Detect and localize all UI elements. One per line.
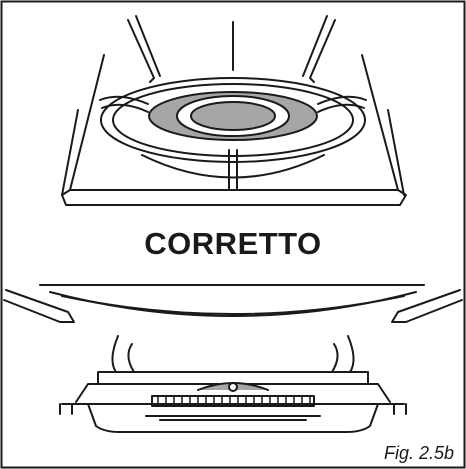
wok-prong-right-2 [317,103,365,113]
burner-base-side [145,415,321,421]
burner-knob-side [228,382,238,392]
wok-prong-left-2 [101,103,149,113]
grid-back-right-rail [361,54,399,191]
burner-cap [190,101,276,131]
grid-left-bar [61,109,79,196]
wok-prong-back-right [309,19,336,83]
figure-label: Fig. 2.5b [383,443,454,463]
caption-text: CORRETTO [144,226,322,261]
hob-body [87,403,379,433]
top-view-burner [61,15,407,206]
wok-prong-back-left [127,19,155,83]
grid-front-tab [228,149,238,191]
grid-right-bar [387,109,405,196]
burner-base-arc [141,154,325,179]
wok-prong-back-right-2 [302,15,328,77]
wok-prong-back-left-2 [135,15,161,77]
side-view-wok [3,284,463,433]
side-prong-right [331,335,355,373]
burner-slots [157,395,311,407]
wok-handle-right [391,289,463,323]
wok-prong-left [99,95,149,105]
grid-back-left-rail [69,54,105,191]
burner-crown-side [151,395,315,407]
side-prong-left [111,335,135,373]
grid-front-frame [61,189,407,206]
wok-prong-right [317,95,367,105]
wok-inner-line [61,295,405,315]
wok-handle-left [3,289,75,323]
wok-ring-inner [112,83,354,157]
hob-edge-right [393,403,407,415]
wok-ring-outer [100,77,366,163]
hob-edge-left [59,403,73,415]
